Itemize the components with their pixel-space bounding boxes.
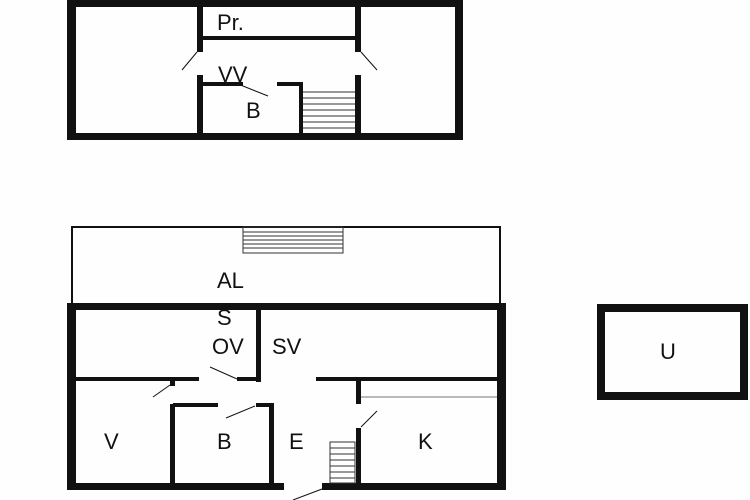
room-label-storage: Pr.	[217, 10, 244, 35]
room-label-living-b: SV	[272, 334, 302, 359]
room-label-living-a: OV	[212, 334, 244, 359]
room-label-ground-bathroom: B	[217, 429, 232, 454]
ground-doors	[152, 366, 378, 500]
upper-stairs	[303, 91, 355, 129]
upper-doors	[181, 51, 378, 97]
room-label-hall: VV	[218, 62, 248, 87]
room-label-entrance: E	[289, 429, 304, 454]
upper-floor-walls	[67, 0, 463, 140]
room-label-bedroom: V	[104, 429, 119, 454]
outbuilding-label: U	[660, 339, 676, 364]
ground-floor-walls	[67, 303, 506, 490]
balcony-stairs	[242, 226, 344, 254]
room-label-kitchen: K	[418, 429, 433, 454]
room-label-upper-bathroom: B	[246, 98, 261, 123]
ground-stairs	[329, 441, 356, 484]
room-label-balcony: AL	[217, 268, 244, 293]
outbuilding-walls	[597, 304, 748, 400]
balcony-outline	[71, 226, 501, 306]
room-label-s: S	[217, 305, 232, 330]
